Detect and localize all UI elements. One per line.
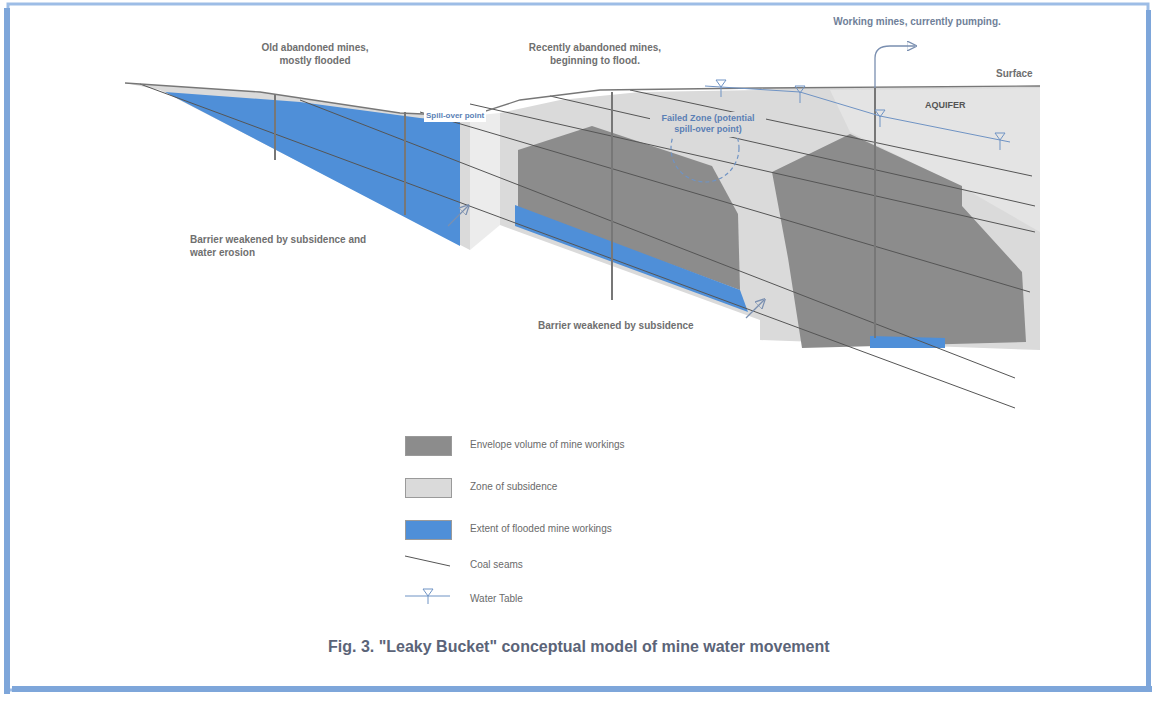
legend-text: Envelope volume of mine workings <box>470 439 625 451</box>
legend-text: Zone of subsidence <box>470 481 557 493</box>
legend-text: Water Table <box>470 593 523 605</box>
label: Surface <box>996 68 1056 81</box>
flooded-workings <box>165 92 460 246</box>
legend-coal-sample <box>405 556 450 566</box>
subsidence-zone <box>470 113 500 250</box>
legend-water-sample <box>405 589 450 604</box>
caption: Fig. 3. "Leaky Bucket" conceptual model … <box>328 638 830 656</box>
pump-arrow <box>875 46 915 88</box>
label: Barrier weakened by subsidence <box>538 320 738 333</box>
coal-seams <box>140 84 1035 408</box>
legend-text: Extent of flooded mine workings <box>470 523 612 535</box>
shafts <box>275 88 875 338</box>
frame-bar <box>1146 10 1151 690</box>
subsidence-zone <box>760 86 1040 350</box>
legend-swatch <box>405 478 452 498</box>
label: Working mines, currently pumping. <box>812 16 1022 29</box>
subsidence-zone <box>125 83 470 250</box>
legend-swatch <box>405 436 452 456</box>
label: Barrier weakened by subsidence and water… <box>190 234 390 259</box>
frame <box>8 4 1148 690</box>
frame-bar <box>12 686 1152 692</box>
label: Failed Zone (potential spill-over point) <box>650 112 766 137</box>
label: Spill-over point <box>424 110 486 122</box>
barrier-arrow <box>746 300 764 318</box>
legend-text: Coal seams <box>470 559 523 571</box>
legend-swatch <box>405 520 452 540</box>
label: Old abandoned mines, mostly flooded <box>250 42 380 67</box>
label: Recently abandoned mines, beginning to f… <box>515 42 675 67</box>
label: AQUIFER <box>925 100 995 111</box>
surface-line <box>125 83 1040 116</box>
barrier-arrow <box>448 206 468 226</box>
frame-bar <box>4 8 10 694</box>
